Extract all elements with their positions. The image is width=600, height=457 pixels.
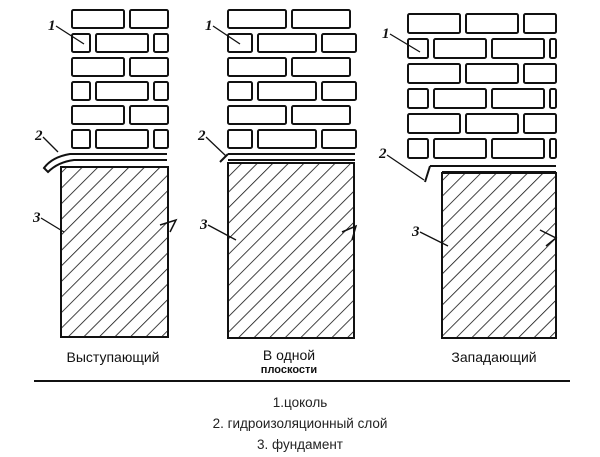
brick: [407, 38, 429, 59]
leader-3: [207, 224, 237, 241]
legend-item-foundation: 3. фундамент: [257, 437, 343, 452]
brick: [523, 63, 557, 84]
brick: [407, 88, 429, 109]
caption-flush-2: плоскости: [261, 364, 317, 376]
brick: [71, 33, 91, 53]
foundation-block: [441, 172, 557, 339]
brick: [257, 129, 317, 149]
brick: [71, 129, 91, 149]
legend-item-plinth: 1.цоколь: [272, 395, 328, 410]
marker-3: 3: [199, 217, 208, 233]
leader-3: [419, 231, 449, 247]
leader-3: [40, 217, 65, 233]
marker-2: 2: [197, 128, 206, 144]
break-mark: [539, 229, 558, 247]
brick: [71, 105, 125, 125]
brick: [523, 13, 557, 34]
brick: [433, 138, 487, 159]
brick: [227, 57, 287, 77]
brick: [153, 81, 169, 101]
brick: [71, 81, 91, 101]
foundation-block: [227, 162, 355, 339]
brick: [491, 138, 545, 159]
brick: [549, 138, 557, 159]
brick-wall: [71, 9, 169, 149]
waterproofing-layer: [424, 165, 556, 183]
brick: [71, 9, 125, 29]
marker-1: 1: [205, 18, 213, 34]
panel-protruding: 1 2 3 Выступающий: [32, 9, 178, 365]
waterproofing-layer: [42, 153, 167, 174]
break-mark: [341, 224, 358, 241]
brick: [227, 9, 287, 29]
brick: [257, 81, 317, 101]
brick: [523, 113, 557, 134]
legend: 1.цоколь 2. гидроизоляционный слой 3. фу…: [0, 392, 600, 455]
brick: [407, 138, 429, 159]
brick: [153, 33, 169, 53]
leader-2: [205, 136, 227, 157]
waterproofing-layer: [219, 153, 355, 163]
leader-2: [386, 154, 425, 181]
brick: [407, 13, 461, 34]
plinth-variants-diagram: 1 2 3 Выступающий 1 2 3 В одной плоскост…: [32, 9, 570, 382]
marker-1: 1: [382, 26, 390, 42]
brick: [465, 113, 519, 134]
brick: [227, 129, 253, 149]
brick: [433, 38, 487, 59]
leader-2: [42, 136, 59, 153]
brick: [491, 38, 545, 59]
marker-2: 2: [34, 128, 43, 144]
brick-wall: [407, 13, 557, 159]
brick-wall: [227, 9, 357, 149]
brick: [129, 105, 169, 125]
brick: [465, 13, 519, 34]
brick: [71, 57, 125, 77]
brick: [129, 9, 169, 29]
brick: [433, 88, 487, 109]
marker-3: 3: [32, 210, 41, 226]
caption-protruding: Выступающий: [67, 349, 160, 365]
brick: [465, 63, 519, 84]
caption-recessed: Западающий: [451, 349, 536, 365]
brick: [291, 9, 351, 29]
brick: [491, 88, 545, 109]
brick: [321, 129, 357, 149]
brick: [321, 81, 357, 101]
brick: [153, 129, 169, 149]
break-mark: [159, 218, 178, 233]
brick: [95, 33, 149, 53]
brick: [95, 81, 149, 101]
brick: [407, 63, 461, 84]
brick: [291, 57, 351, 77]
marker-3: 3: [411, 224, 420, 240]
leader-1: [212, 25, 241, 45]
panel-recessed: 1 2 3 Западающий: [378, 13, 558, 365]
brick: [549, 88, 557, 109]
leader-1: [389, 33, 421, 53]
brick: [227, 81, 253, 101]
brick: [227, 105, 287, 125]
brick: [549, 38, 557, 59]
brick: [407, 113, 461, 134]
foundation-block: [60, 166, 169, 338]
brick: [321, 33, 357, 53]
leader-1: [55, 25, 85, 45]
marker-1: 1: [48, 18, 56, 34]
marker-2: 2: [378, 146, 387, 162]
brick: [257, 33, 317, 53]
brick: [291, 105, 351, 125]
caption-flush: В одной: [263, 347, 315, 363]
brick: [227, 33, 253, 53]
legend-item-waterproofing: 2. гидроизоляционный слой: [212, 416, 388, 431]
panel-flush: 1 2 3 В одной плоскости: [197, 9, 358, 376]
brick: [95, 129, 149, 149]
brick: [129, 57, 169, 77]
